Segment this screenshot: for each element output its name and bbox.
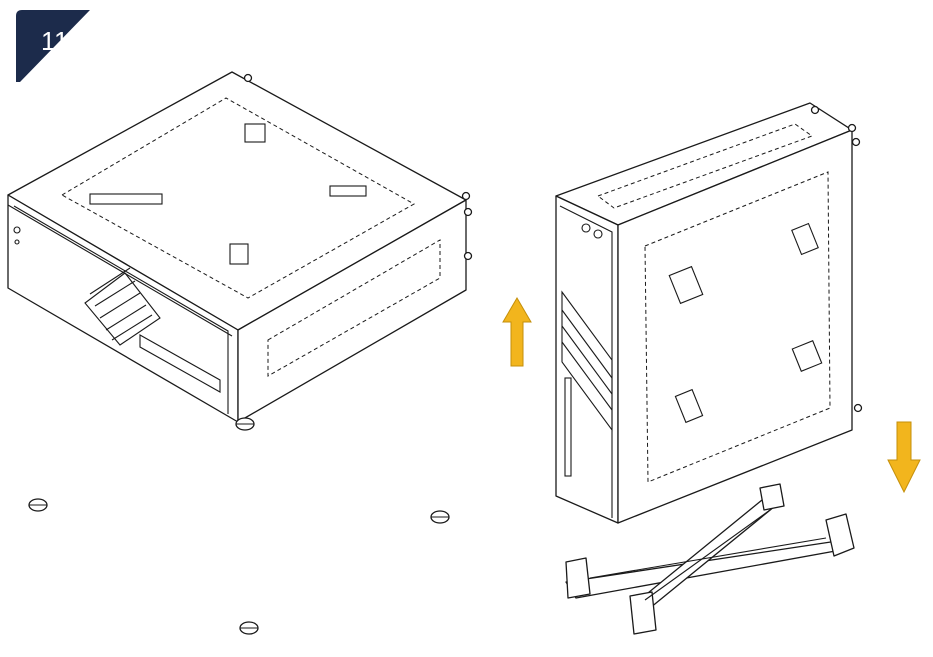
rubber-foot	[239, 621, 259, 635]
up-arrow-icon	[502, 297, 532, 367]
rubber-foot	[430, 510, 450, 524]
rear-screw	[461, 191, 471, 201]
step-badge-background	[16, 10, 90, 82]
step-badge-shape	[16, 10, 90, 82]
down-arrow-icon	[887, 421, 921, 494]
vertical-pc-case	[555, 102, 863, 524]
stand-foot	[825, 513, 855, 557]
rubber-foot	[235, 417, 255, 431]
rubber-feet	[28, 417, 450, 635]
case-side-panel	[237, 199, 467, 423]
step-badge: 11	[16, 10, 90, 82]
rear-screw	[463, 207, 473, 217]
rear-screw	[463, 251, 473, 261]
vertical-side-vent-logo-marks	[668, 222, 823, 424]
horizontal-pc-case	[7, 71, 473, 423]
vertical-side-vent-pattern	[644, 171, 831, 483]
rear-screw	[810, 105, 820, 115]
step-number: 11	[41, 26, 69, 56]
rubber-foot	[28, 498, 48, 512]
rear-screw	[853, 403, 863, 413]
top-vent-pattern	[60, 97, 416, 299]
rear-screw	[847, 123, 857, 133]
top-vent-logo-marks	[89, 123, 367, 265]
stand-foot	[629, 591, 657, 635]
rear-screw	[851, 137, 861, 147]
x-shaped-stand	[565, 483, 855, 635]
stand-foot	[759, 483, 785, 511]
rear-screw	[243, 73, 253, 83]
vertical-case-side-panel	[617, 129, 853, 524]
stand-foot	[565, 557, 591, 599]
